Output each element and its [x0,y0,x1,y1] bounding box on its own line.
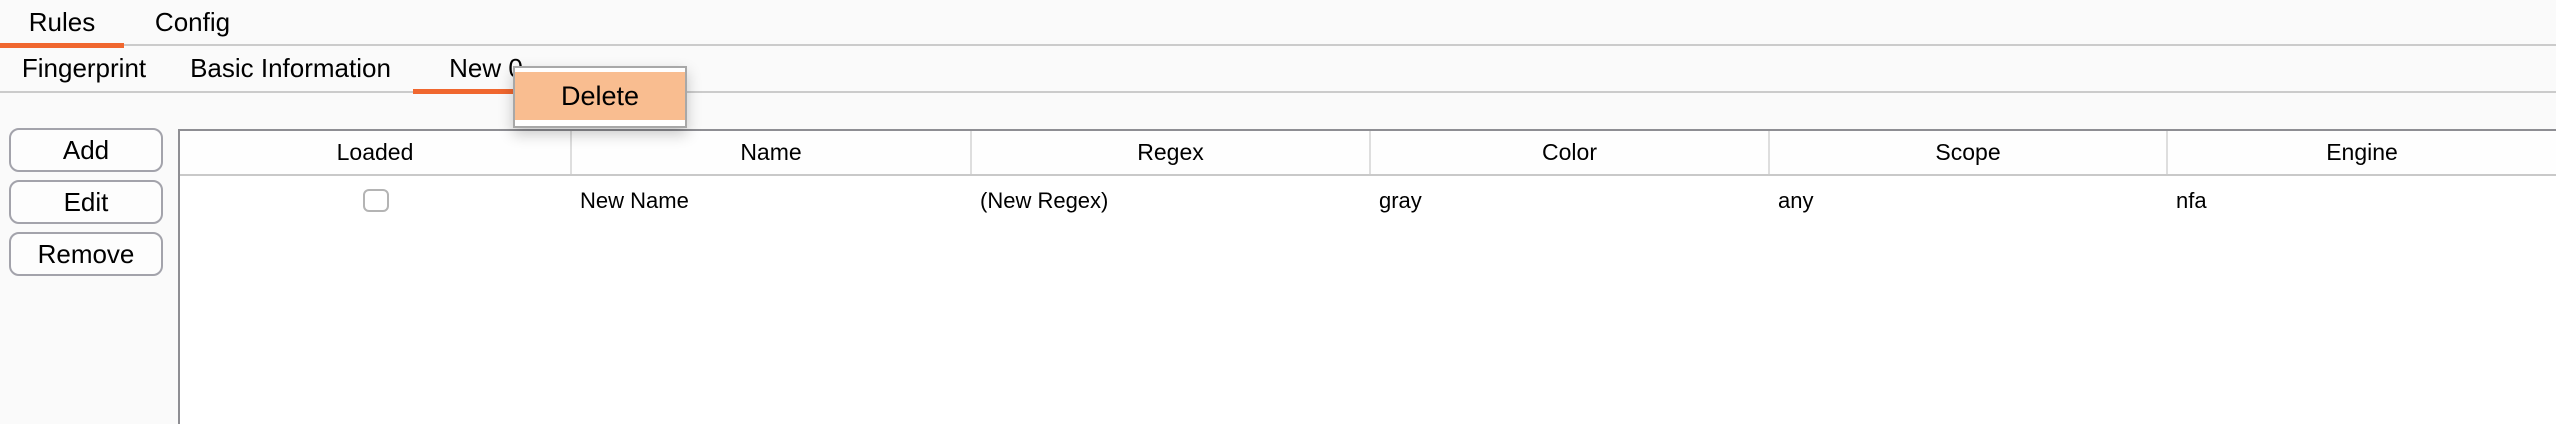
column-header-scope[interactable]: Scope [1770,131,2168,174]
tab-rules-label: Rules [28,6,96,37]
remove-button-label: Remove [37,238,135,269]
column-header-regex[interactable]: Regex [972,131,1371,174]
primary-tabbar-divider [0,44,2556,46]
scope-cell: any [1778,187,1814,213]
tab-config[interactable]: Config [124,0,261,44]
edit-button[interactable]: Edit [9,180,163,224]
engine-cell: nfa [2176,187,2207,213]
tab-config-label: Config [154,6,231,37]
add-button[interactable]: Add [9,128,163,172]
column-header-color[interactable]: Color [1371,131,1770,174]
add-button-label: Add [62,134,110,165]
tab-new-0[interactable]: New 0 [413,46,559,94]
loaded-cell [180,176,572,225]
regex-cell: (New Regex) [980,187,1109,213]
menu-item-delete[interactable]: Delete [515,72,685,120]
table-header-row: Loaded Name Regex Color Scope Engine [180,131,2556,176]
secondary-tabbar-divider [0,91,2556,93]
secondary-tabbar: Fingerprint Basic Information New 0 [0,46,559,95]
context-menu: Delete [513,66,687,128]
table-row[interactable]: New Name (New Regex) gray any nfa [180,176,2556,225]
tab-basic-information[interactable]: Basic Information [168,46,413,90]
tab-new-0-label: New 0 [449,52,523,83]
column-header-loaded[interactable]: Loaded [180,131,572,174]
tab-fingerprint-label: Fingerprint [21,52,147,83]
tab-rules[interactable]: Rules [0,0,124,48]
remove-button[interactable]: Remove [9,232,163,276]
loaded-checkbox[interactable] [363,189,389,212]
primary-tabbar: Rules Config [0,0,261,48]
column-header-engine[interactable]: Engine [2326,139,2398,165]
name-cell: New Name [580,187,689,213]
tab-basic-information-label: Basic Information [190,52,391,83]
color-cell: gray [1379,187,1422,213]
rules-table: Loaded Name Regex Color Scope Engine New… [178,129,2556,424]
tab-fingerprint[interactable]: Fingerprint [0,46,168,90]
column-header-name[interactable]: Name [572,131,972,174]
edit-button-label: Edit [63,186,109,217]
